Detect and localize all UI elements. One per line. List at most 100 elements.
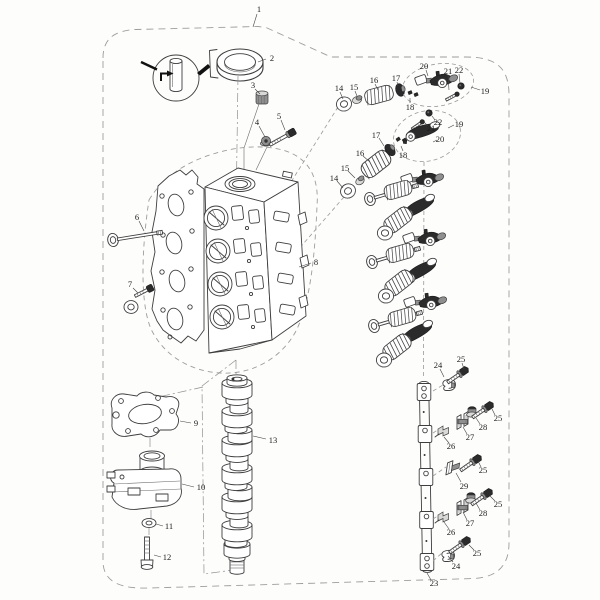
callout-leader-15 <box>354 90 358 97</box>
callout-leader-21 <box>423 121 429 127</box>
rocker-assembly-2 <box>393 109 461 163</box>
callout-29: 29 <box>460 481 469 491</box>
callout-leader-25 <box>468 544 475 551</box>
callout-leader-18 <box>400 145 404 152</box>
callout-leader-16 <box>374 83 379 91</box>
callout-19: 19 <box>455 119 464 129</box>
callout-18: 18 <box>399 150 408 160</box>
callout-20: 20 <box>436 134 445 144</box>
callout-13: 13 <box>269 435 278 445</box>
callout-leader-29 <box>455 472 462 483</box>
rocker-assembly-1 <box>401 62 475 108</box>
callout-leader-5 <box>280 119 286 131</box>
shaft-mount-block <box>418 468 434 486</box>
spring-seat-washer <box>376 225 394 241</box>
part-5-bolt <box>268 127 297 147</box>
callout-22: 22 <box>434 117 443 127</box>
callout-leader-13 <box>252 435 267 440</box>
callout-leader-4 <box>258 125 266 138</box>
bracket-mark <box>209 49 219 79</box>
callout-15: 15 <box>350 82 359 92</box>
callout-10: 10 <box>197 482 206 492</box>
centerline-seal-to-head <box>236 75 239 181</box>
callout-25: 25 <box>494 413 503 423</box>
callout-leader-6 <box>138 220 145 232</box>
part-9-gasket <box>110 391 180 438</box>
callout-leader-25 <box>477 460 482 468</box>
callout-leader-22 <box>458 73 461 84</box>
callout-22: 22 <box>455 65 464 75</box>
part-12-bolt <box>140 536 154 570</box>
callout-leader-7 <box>132 287 139 294</box>
callout-leader-11 <box>155 523 164 527</box>
callout-leader-8 <box>298 262 312 268</box>
centerline-lower-group <box>148 359 237 575</box>
detail-circle-dowel <box>140 54 211 102</box>
part-16-valve-spring <box>362 83 396 107</box>
callout-21: 21 <box>444 66 453 76</box>
spring-seat-washer <box>377 288 395 304</box>
callout-6: 6 <box>135 212 139 222</box>
spring-seat-washer <box>375 352 393 368</box>
callout-leader-28 <box>475 502 481 511</box>
callout-28: 28 <box>479 508 488 518</box>
shaft-hardware-bolt25 <box>446 534 473 557</box>
callout-21: 21 <box>427 123 436 133</box>
callout-18: 18 <box>406 102 415 112</box>
valve-spring <box>386 305 418 329</box>
callout-24: 24 <box>434 360 443 370</box>
callout-leader-2 <box>257 58 267 63</box>
callout-12: 12 <box>163 552 172 562</box>
callout-23: 23 <box>430 578 439 588</box>
part-22-lock-nut <box>457 82 465 90</box>
callout-leader-26 <box>443 436 450 444</box>
callout-leader-9 <box>179 420 192 424</box>
callout-24: 24 <box>452 561 461 571</box>
callout-25: 25 <box>457 354 466 364</box>
shaft-mount-hardware <box>432 364 496 562</box>
part-22-lock-nut <box>425 109 433 117</box>
callout-2: 2 <box>270 53 274 63</box>
callout-27: 27 <box>466 518 475 528</box>
callout-leader-23 <box>426 572 432 581</box>
part-14-stem-seal <box>334 94 354 114</box>
part-2-oil-seal <box>209 48 264 82</box>
callout-14: 14 <box>330 173 339 183</box>
callout-26: 26 <box>447 527 456 537</box>
shaft-hardware-bolt25 <box>444 364 471 387</box>
part-13-camshaft <box>221 374 253 575</box>
part-20-rocker-arm <box>413 68 460 91</box>
callout-16: 16 <box>370 75 379 85</box>
callout-9: 9 <box>194 418 198 428</box>
callout-3: 3 <box>251 80 255 90</box>
shaft-hardware-clip26 <box>434 511 449 524</box>
callout-17: 17 <box>372 130 381 140</box>
callout-27: 27 <box>466 432 475 442</box>
callout-25: 25 <box>473 548 482 558</box>
callout-25: 25 <box>494 499 503 509</box>
callout-leader-25 <box>461 362 465 370</box>
callout-leader-3 <box>254 88 261 95</box>
callout-15: 15 <box>341 163 350 173</box>
part-23-rocker-shaft <box>416 380 435 573</box>
callout-20: 20 <box>420 61 429 71</box>
part-14-stem-seal <box>337 180 359 202</box>
callout-11: 11 <box>165 521 173 531</box>
callout-16: 16 <box>356 148 365 158</box>
part-7-bolt-washer <box>123 284 155 314</box>
part-17-spring-retainer <box>393 82 408 98</box>
callout-8: 8 <box>314 257 318 267</box>
callout-1: 1 <box>257 4 261 14</box>
part-18-valve-keepers <box>407 90 419 97</box>
callout-leader-17 <box>378 137 385 147</box>
callout-leader-27 <box>462 426 468 435</box>
camshaft-segment-top <box>226 374 248 382</box>
callout-17: 17 <box>392 73 401 83</box>
callout-leader-24 <box>439 368 445 378</box>
callout-leader-28 <box>475 417 481 425</box>
callout-5: 5 <box>277 111 281 121</box>
combustion-chambers <box>203 205 235 330</box>
callout-leader-12 <box>153 554 162 558</box>
